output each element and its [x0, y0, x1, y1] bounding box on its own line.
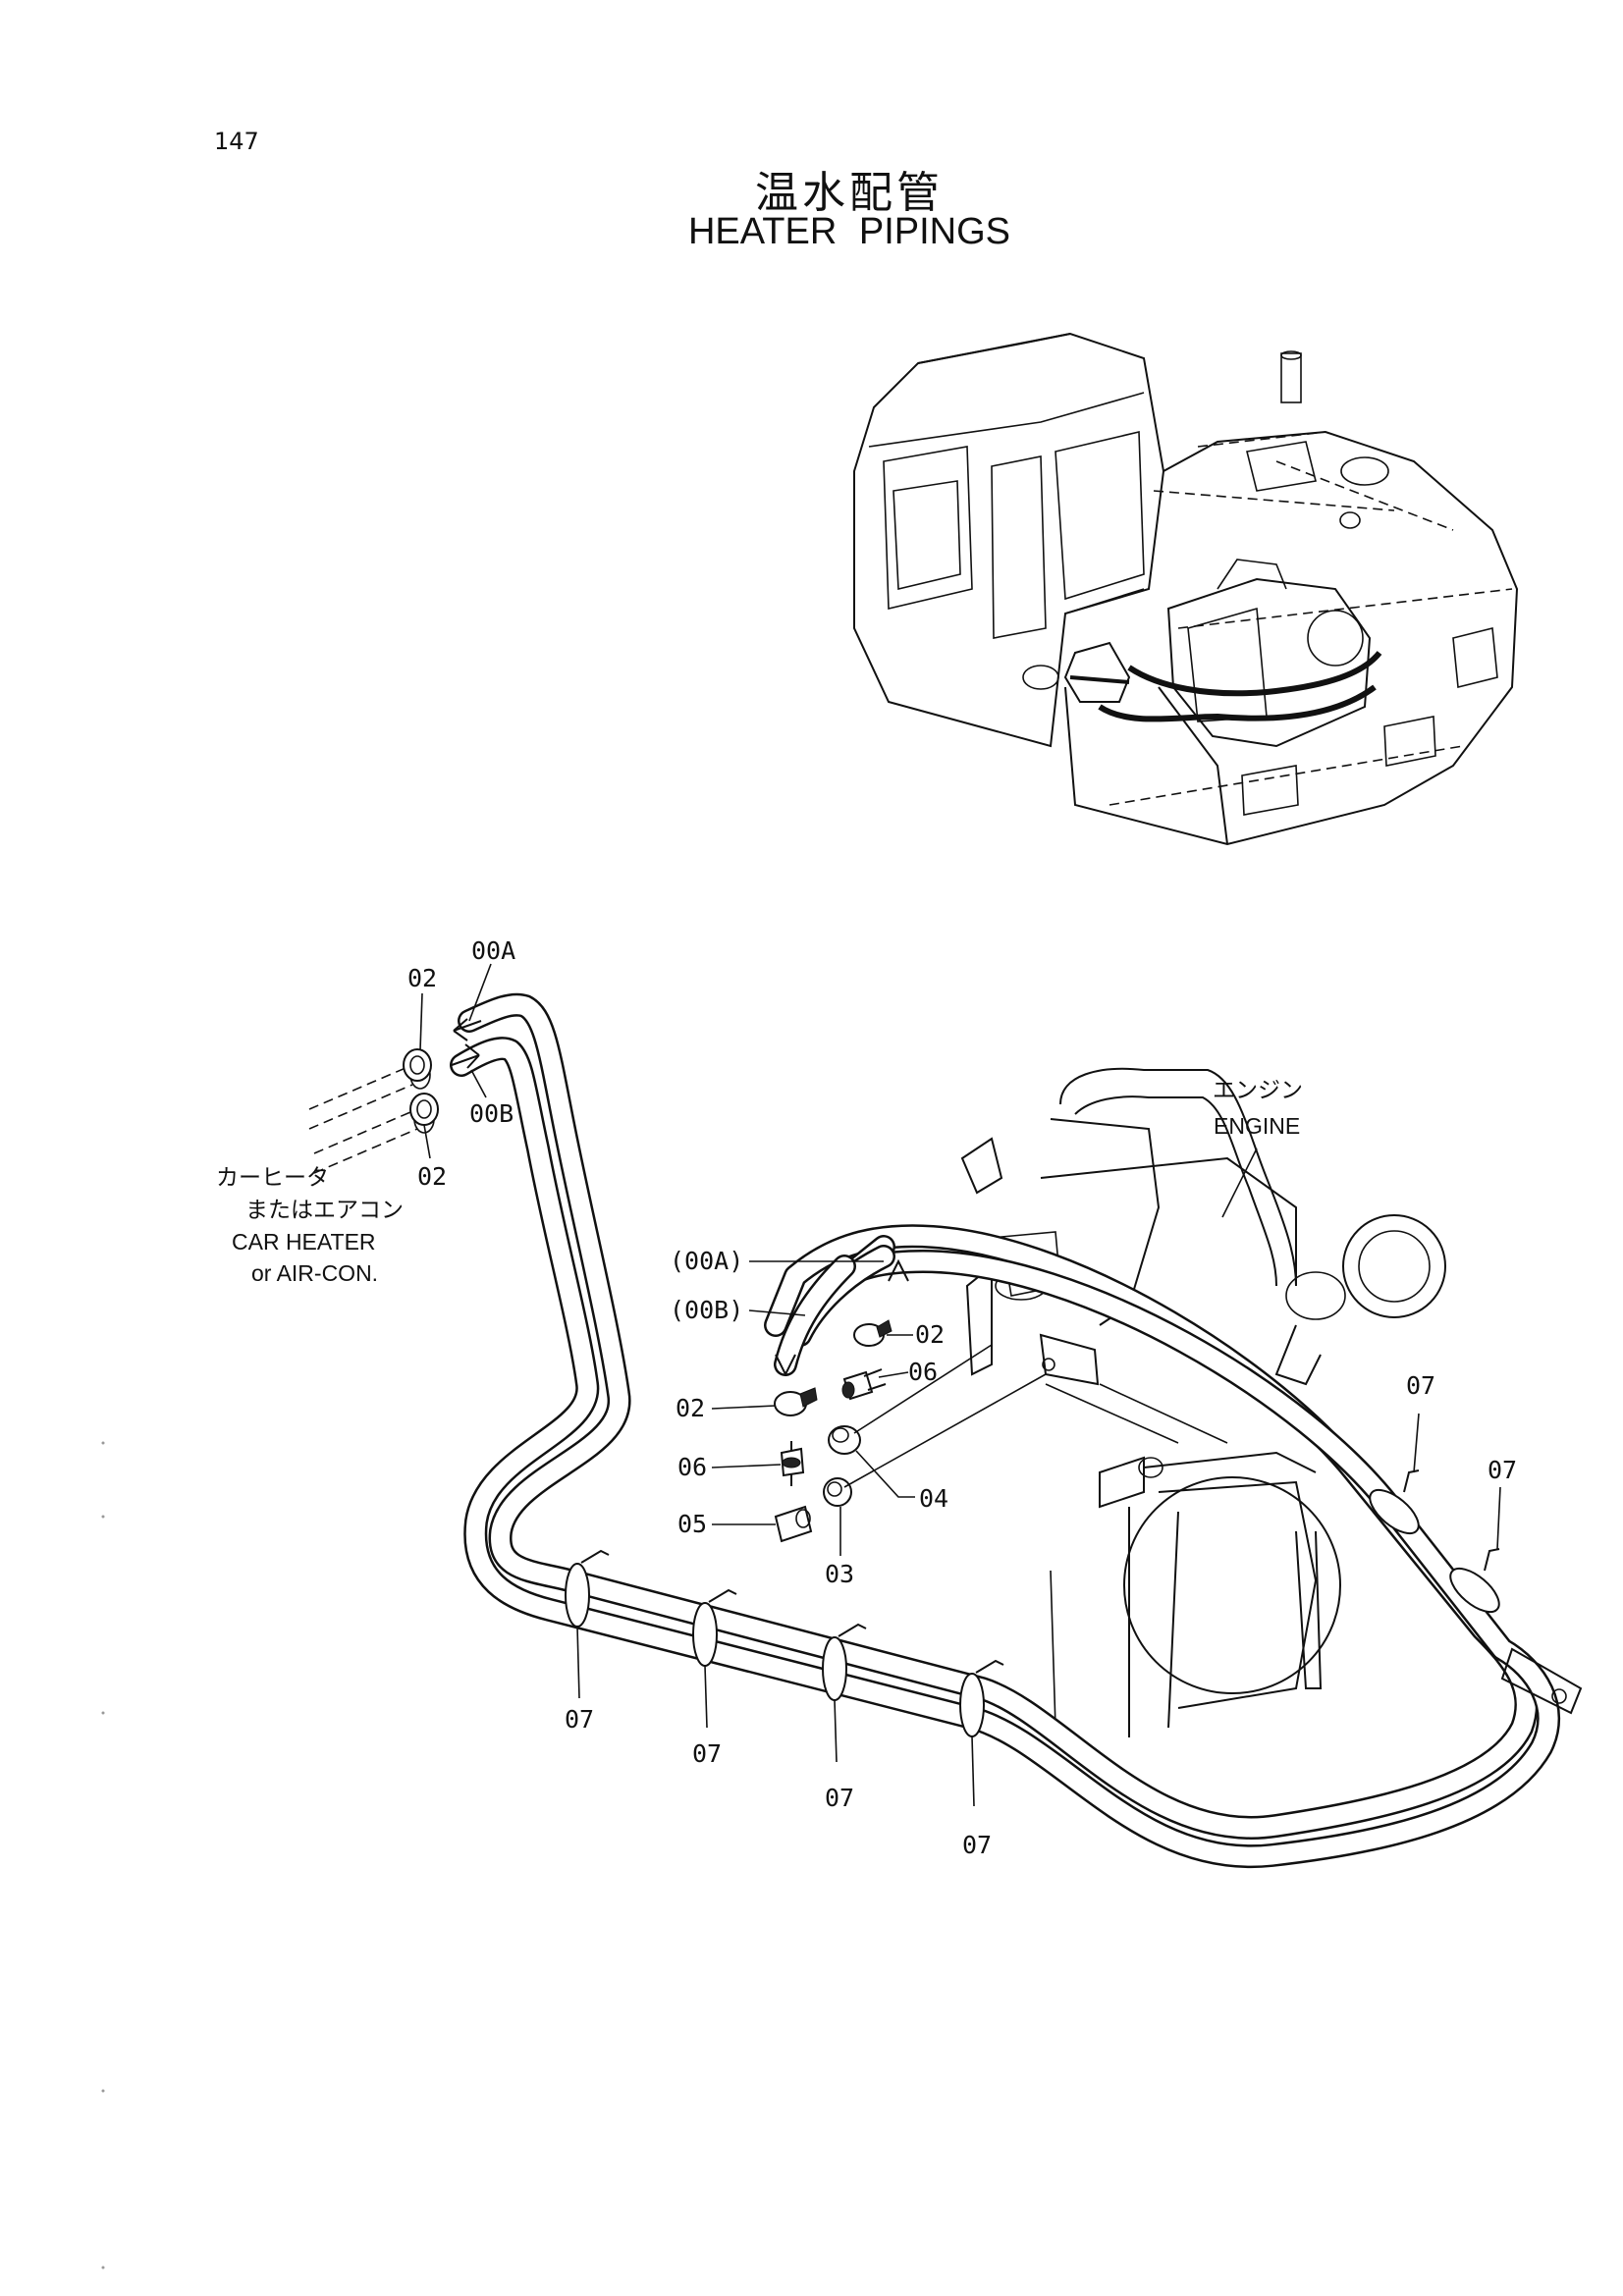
hose-00b — [450, 1037, 1561, 1869]
hose-00a — [458, 992, 1539, 1840]
callout-07-b: 07 — [692, 1739, 722, 1768]
engine-label: ENGINE — [1214, 1113, 1300, 1139]
engine-illustration — [960, 1067, 1446, 1737]
callout-07-d: 07 — [962, 1831, 992, 1859]
hose-clamp-07-e — [1369, 1469, 1420, 1535]
callout-00b: 00B — [469, 1099, 514, 1128]
callout-06-upper: 06 — [908, 1358, 938, 1386]
callout-06-lower: 06 — [677, 1453, 707, 1481]
page-title-japanese: 温水配管 — [755, 168, 944, 218]
adapter-03 — [823, 1477, 852, 1507]
callout-05: 05 — [677, 1510, 707, 1538]
hose-end-fitting — [1500, 1647, 1583, 1715]
plug-05 — [774, 1505, 813, 1543]
car-heater-label-japanese-1: カーヒータ — [216, 1165, 329, 1191]
callout-00a: 00A — [471, 936, 515, 965]
engine-label-japanese: エンジン — [1213, 1078, 1303, 1103]
hose-clamp-07-f — [1449, 1548, 1500, 1614]
hose-clamp-07-d — [959, 1659, 1004, 1737]
hose-clamp-02-small-b — [774, 1387, 818, 1416]
page-number: 147 — [214, 128, 259, 155]
port-leader-line — [843, 1344, 1047, 1488]
hose-clamp-02-upper — [403, 1048, 432, 1082]
hose-00a-flow-arrow — [453, 1018, 482, 1041]
hose-nipple-06-upper — [841, 1368, 887, 1401]
hose-clamp-02-lower — [409, 1093, 439, 1126]
callout-02-left: 02 — [676, 1394, 705, 1422]
hose-clamp-02-small-a — [853, 1319, 893, 1347]
callout-07-e: 07 — [1406, 1371, 1435, 1400]
callout-03: 03 — [825, 1560, 854, 1588]
car-heater-label-japanese-2: またはエアコン — [245, 1198, 404, 1223]
callout-00b-ref: (00B) — [670, 1296, 743, 1324]
callout-07-f: 07 — [1488, 1456, 1517, 1484]
callout-07-a: 07 — [565, 1705, 594, 1734]
callout-04: 04 — [919, 1484, 948, 1513]
short-hose-00b — [774, 1255, 856, 1377]
callout-00a-ref: (00A) — [670, 1247, 743, 1275]
excavator-overview-illustration — [853, 332, 1519, 846]
callout-02-right: 02 — [915, 1320, 945, 1349]
elbow-04 — [828, 1425, 861, 1455]
hose-nipple-06-lower — [780, 1441, 805, 1486]
callout-02-upper: 02 — [407, 964, 437, 992]
callout-07-c: 07 — [825, 1784, 854, 1812]
margin-marks — [101, 1441, 105, 2269]
page-title: HEATER PIPINGS — [687, 211, 1011, 252]
hose-00b-flow-arrow — [451, 1043, 480, 1069]
callout-02-lower: 02 — [417, 1162, 447, 1191]
callout-leaders — [419, 963, 1501, 1807]
car-heater-label-2: or AIR-CON. — [251, 1260, 378, 1286]
car-heater-label-1: CAR HEATER — [232, 1229, 376, 1255]
